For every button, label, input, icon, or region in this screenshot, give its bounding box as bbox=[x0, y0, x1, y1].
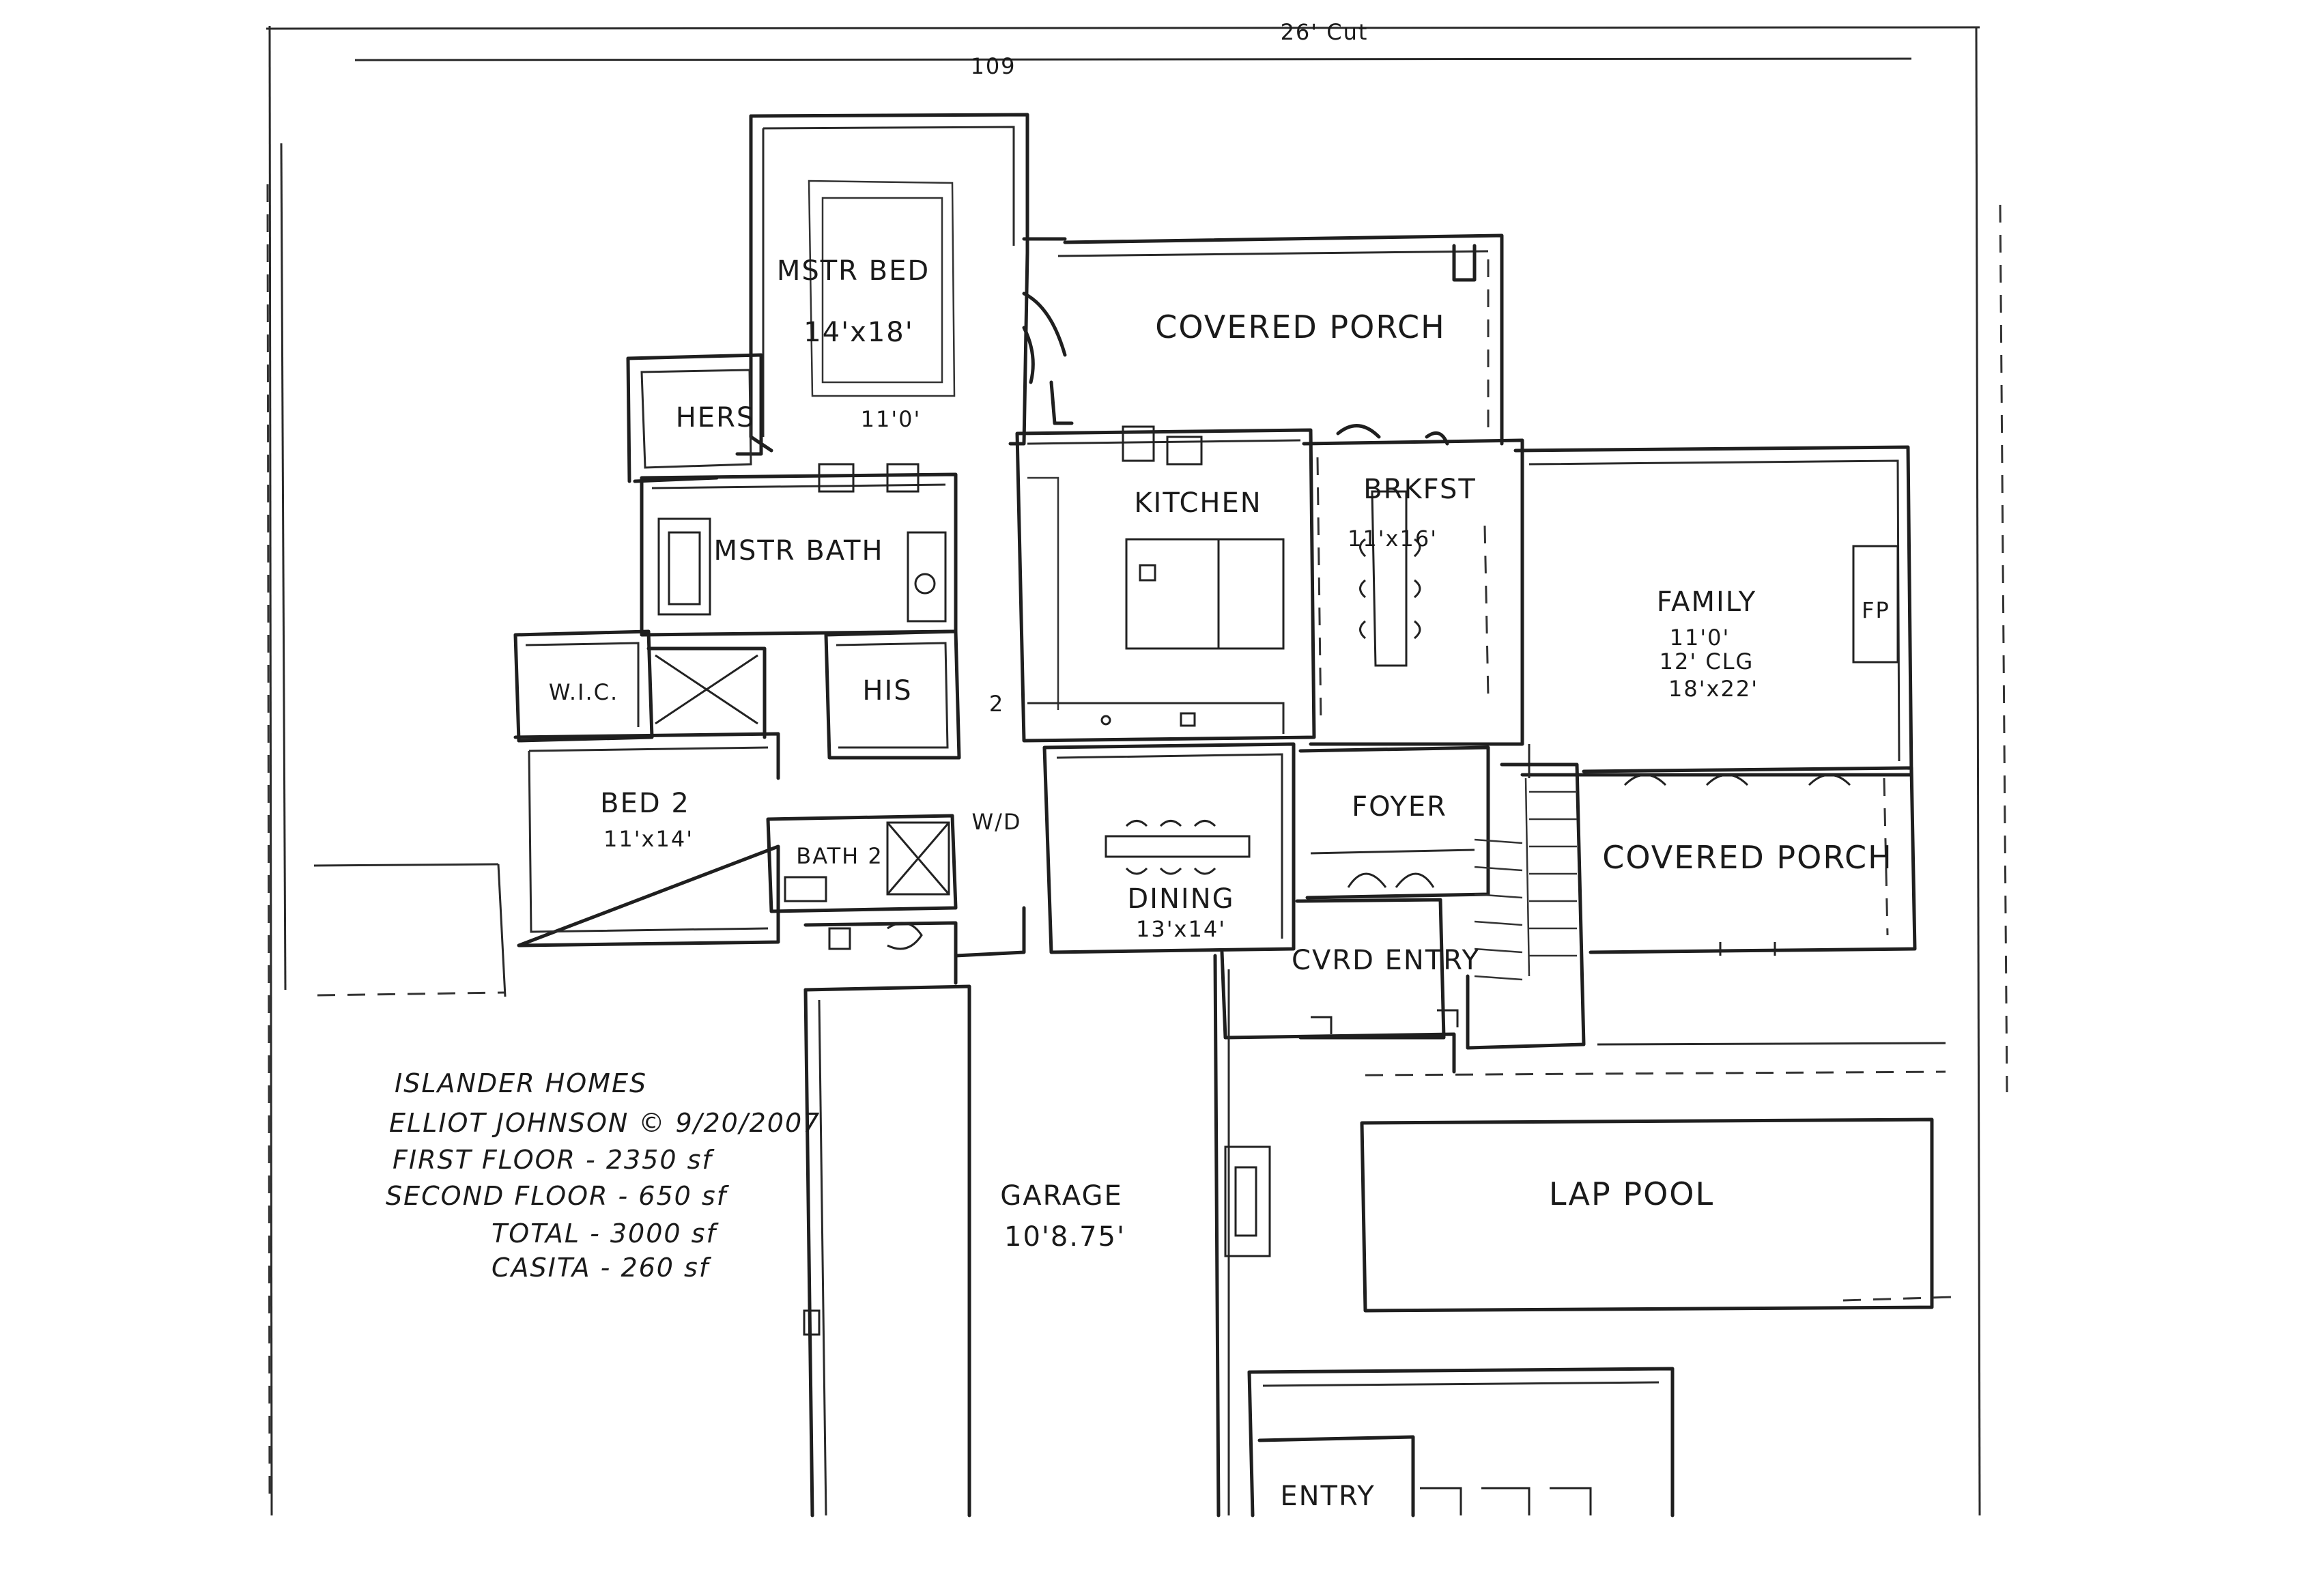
wic-closet bbox=[513, 629, 767, 743]
covered-entry-label: CVRD ENTRY bbox=[1292, 945, 1480, 976]
covered-porch-right bbox=[1582, 766, 1917, 956]
covered-entry bbox=[1220, 898, 1459, 1074]
kitchen-room bbox=[1015, 425, 1316, 743]
notes-line-company: ISLANDER HOMES bbox=[395, 1068, 647, 1098]
misc-two-label: 2 bbox=[989, 691, 1004, 717]
his-label: HIS bbox=[862, 675, 912, 707]
breakfast-room bbox=[1302, 438, 1524, 746]
garage-label: GARAGE bbox=[1000, 1180, 1122, 1212]
master-bed-size: 14'x18' bbox=[803, 317, 913, 348]
garage-room bbox=[803, 906, 1230, 1517]
casita-structure bbox=[1247, 1367, 1675, 1517]
family-ceiling2: 12' CLG bbox=[1660, 649, 1754, 674]
master-bath-label: MSTR BATH bbox=[713, 535, 883, 567]
garage-size: 10'8.75' bbox=[1004, 1221, 1126, 1253]
lap-pool-label: LAP POOL bbox=[1549, 1175, 1714, 1212]
fireplace-label: FP bbox=[1862, 597, 1890, 623]
foyer-label: FOYER bbox=[1352, 791, 1447, 823]
foyer-room bbox=[1298, 745, 1490, 900]
bath2-label: BATH 2 bbox=[796, 843, 883, 869]
staircase bbox=[1466, 763, 1586, 1050]
family-room bbox=[1513, 445, 1913, 778]
notes-line-designer: ELLIOT JOHNSON © 9/20/2007 bbox=[389, 1108, 821, 1138]
dining-size: 13'x14' bbox=[1136, 916, 1226, 942]
covered-porch-top bbox=[1022, 233, 1504, 446]
top-dimension-label: 26' Cut bbox=[1281, 19, 1369, 45]
family-size: 18'x22' bbox=[1668, 676, 1758, 702]
lap-pool bbox=[1224, 1070, 1953, 1313]
family-label: FAMILY bbox=[1657, 586, 1756, 618]
family-ceiling: 11'0' bbox=[1670, 625, 1731, 651]
covered-porch-top-label: COVERED PORCH bbox=[1155, 309, 1445, 345]
notes-line-first-floor: FIRST FLOOR - 2350 sf bbox=[393, 1145, 715, 1175]
wic-label: W.I.C. bbox=[549, 679, 618, 705]
wd-label: W/D bbox=[971, 809, 1021, 835]
notes-line-casita: CASITA - 260 sf bbox=[492, 1253, 712, 1283]
his-closet bbox=[824, 629, 961, 760]
bed2-room bbox=[513, 732, 780, 947]
breakfast-size: 11'x16' bbox=[1348, 526, 1438, 552]
dining-room bbox=[1042, 742, 1296, 954]
master-bed-label: MSTR BED bbox=[777, 255, 930, 287]
covered-porch-right-label: COVERED PORCH bbox=[1602, 839, 1892, 876]
kitchen-label: KITCHEN bbox=[1134, 487, 1262, 519]
top-marker-label: 109 bbox=[970, 53, 1016, 79]
bed2-size: 11'x14' bbox=[603, 826, 694, 852]
casita-entry-label: ENTRY bbox=[1280, 1481, 1375, 1512]
title-notes: ISLANDER HOMES ELLIOT JOHNSON © 9/20/200… bbox=[386, 1068, 821, 1283]
breakfast-label: BRKFST bbox=[1363, 474, 1477, 505]
notes-line-total: TOTAL - 3000 sf bbox=[492, 1219, 719, 1249]
dining-label: DINING bbox=[1127, 883, 1234, 915]
bath2-room bbox=[766, 814, 958, 985]
hers-label: HERS bbox=[676, 402, 756, 433]
site-boundary bbox=[266, 25, 2008, 1516]
bed2-label: BED 2 bbox=[600, 788, 690, 819]
master-bed-room bbox=[749, 113, 1029, 453]
notes-line-second-floor: SECOND FLOOR - 650 sf bbox=[386, 1181, 730, 1211]
master-bed-ceiling: 11'0' bbox=[861, 406, 922, 432]
